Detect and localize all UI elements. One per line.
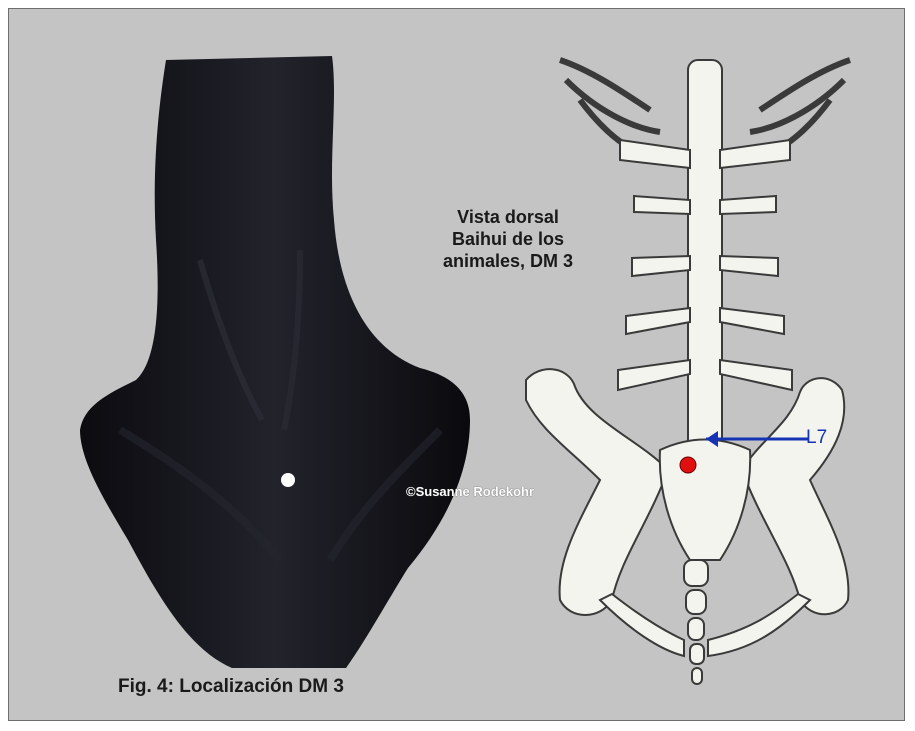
view-title: Vista dorsal Baihui de los animales, DM …	[398, 206, 618, 272]
skeleton-acupoint-marker	[680, 457, 696, 473]
horse-hindquarters-photo	[80, 56, 470, 668]
equine-skeleton-drawing	[526, 60, 850, 684]
figure-caption: Fig. 4: Localización DM 3	[118, 676, 344, 698]
view-title-line-1: Vista dorsal	[398, 206, 618, 228]
vertebra-label: L7	[806, 427, 827, 449]
copyright-notice: ©Susanne Rodekohr	[406, 484, 534, 499]
view-title-line-2: Baihui de los	[398, 228, 618, 250]
horse-acupoint-marker	[281, 473, 295, 487]
view-title-line-3: animales, DM 3	[398, 250, 618, 272]
